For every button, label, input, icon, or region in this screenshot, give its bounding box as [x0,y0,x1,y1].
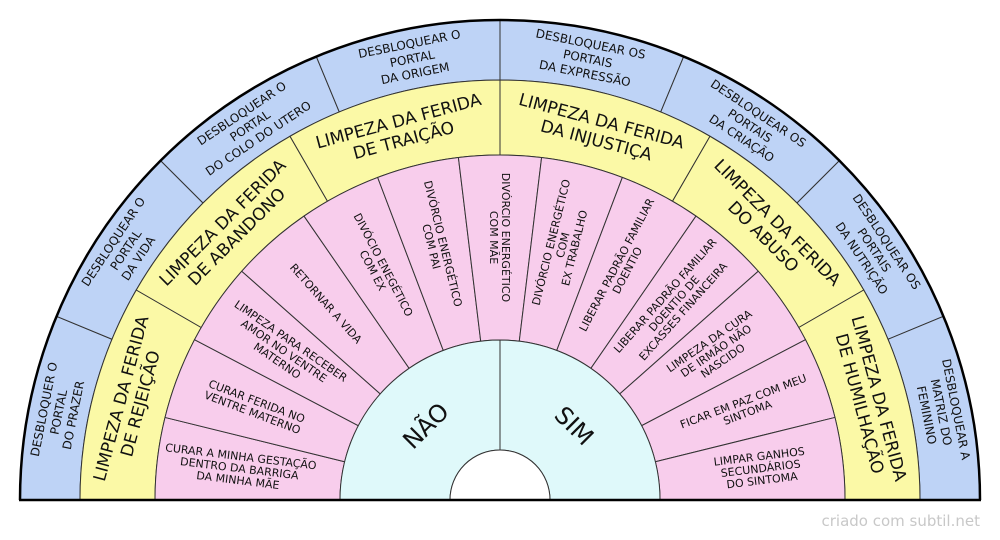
healing-item-segment[interactable]: DIVÓRCIO ENERGÉTICOCOMEX TRABALHO [518,156,623,352]
segment-label-line: COM [554,231,573,259]
healing-item-segment[interactable]: LIMPEZA DA CURADE IRMÃO NÃONASCIDO [619,270,807,427]
outer-portal-segment[interactable]: DESBLOQUEAR OSPORTAISDA NUTRIÇÃO [796,159,945,340]
healing-item-segment[interactable]: LIBERAR PADRÃO FAMILIARDOENTIO [556,176,697,370]
outer-portal-segment[interactable]: DESBLOQUEAR OSPORTAISDA EXPRESSÃO [499,19,685,113]
outer-portal-segment[interactable]: DESBLOQUEAR AMATRIZ DOFEMININO [887,315,981,501]
outer-portal-segment[interactable]: DESBLOQUER OPORTALDO PRAZER [19,315,113,501]
healing-item-segment[interactable]: FICAR EM PAZ COM MEUSINTOMA [640,338,836,463]
footer-credit: criado com subtil.net [821,512,981,530]
healing-item-segment[interactable]: LIMPAR GANHOSSECUNDÁRIOSDO SINTOMA [654,416,846,501]
segment-label-line: DIVÓRCIO ENERGÉTICO [499,173,512,303]
segment-label: DIVÓRCIO ENERGÉTICOCOM MÃE [487,173,512,303]
healing-item-segment[interactable]: DIVÓRCIO ENERGÉTICOCOM MÃE [457,154,543,342]
center-hole [449,449,551,501]
segment-label-line: COM MÃE [487,211,500,264]
outer-portal-segment[interactable]: DESBLOQUEAR OPORTALDA ORIGEM [315,19,501,113]
healing-item-segment[interactable]: CURAR FERIDA NOVENTRE MATERNO [164,338,360,463]
outer-border [18,18,982,501]
